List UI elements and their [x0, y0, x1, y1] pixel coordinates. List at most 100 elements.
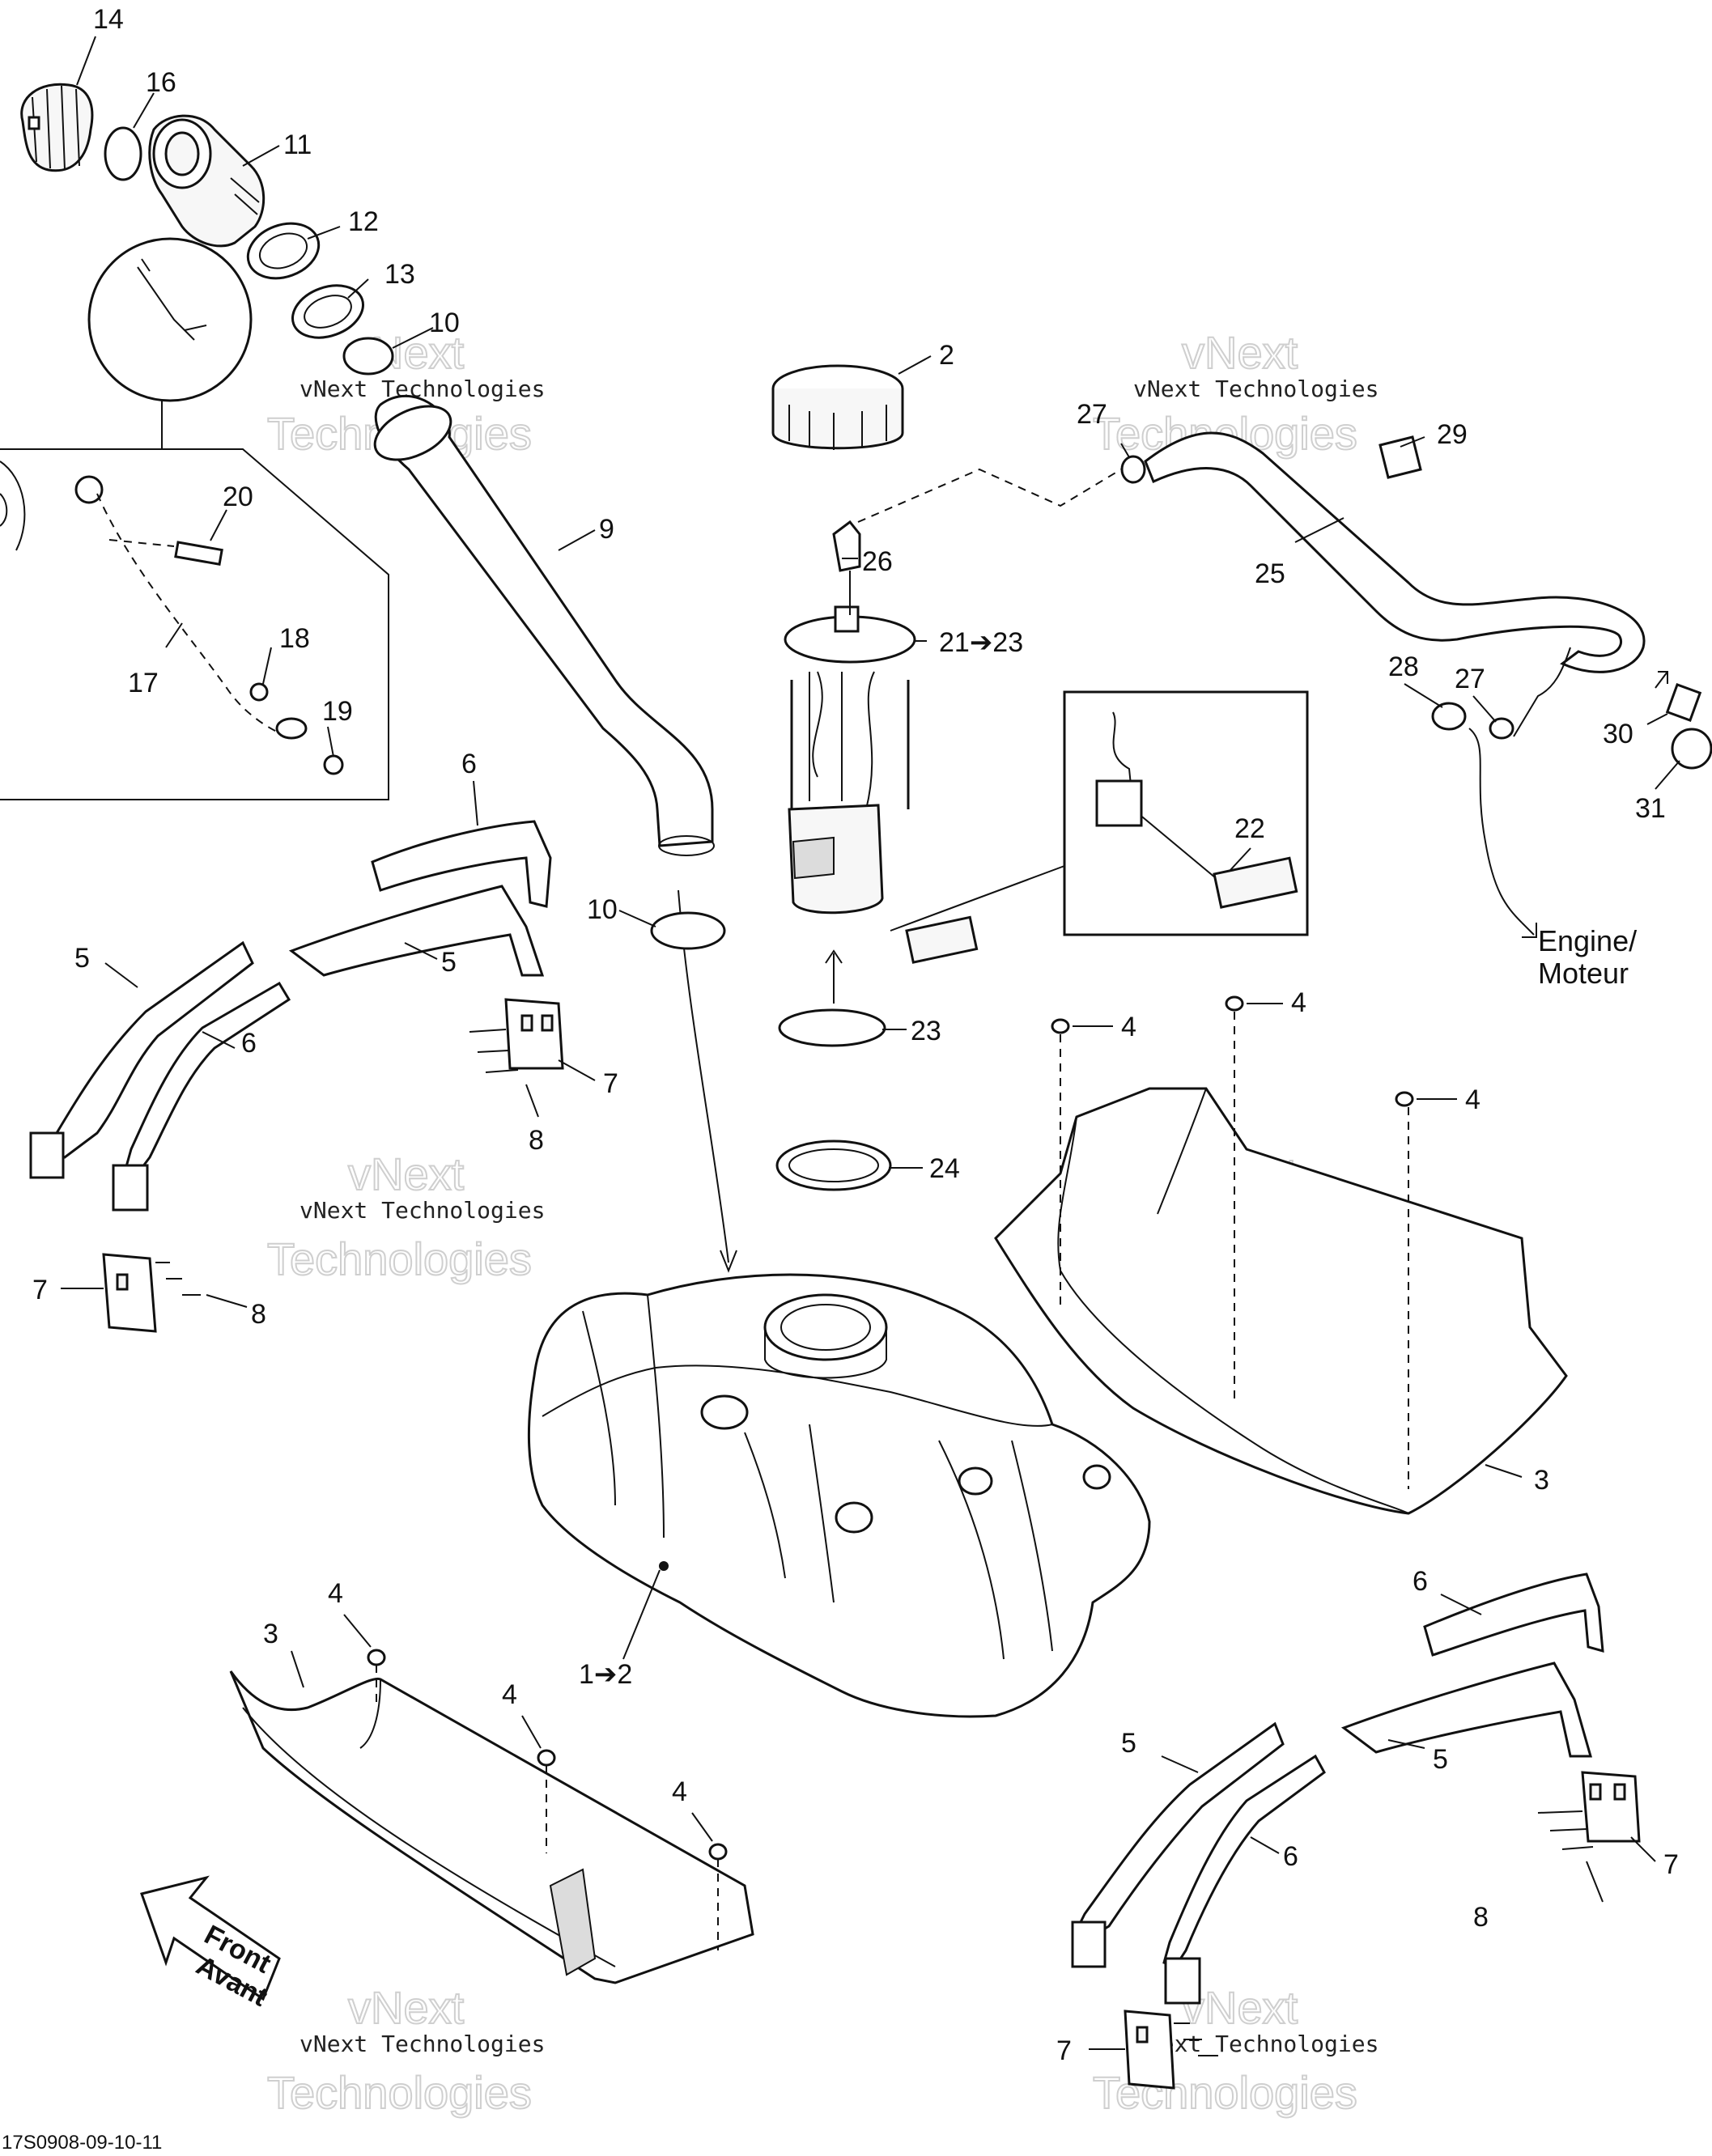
- watermark-text: vNext Technologies: [299, 1197, 545, 1224]
- push-pin-4: [367, 1649, 386, 1666]
- callout-1-2: 1➔2: [579, 1659, 632, 1690]
- callout-24: 24: [929, 1153, 960, 1184]
- hose-clamp-top: [342, 337, 394, 376]
- callout-6-top: 6: [461, 749, 477, 779]
- push-pin-4: [1225, 995, 1244, 1012]
- callout-8-lower: 8: [1473, 1902, 1489, 1933]
- grommet-31: [1671, 728, 1712, 770]
- callout-27-top: 27: [1077, 399, 1107, 430]
- lock-ring: [291, 284, 365, 339]
- front-direction-arrow: Front Avant: [140, 1875, 281, 2013]
- callout-18: 18: [279, 623, 310, 654]
- watermark-vnext: vNext: [348, 1148, 465, 1199]
- callout-6-left: 6: [241, 1028, 257, 1059]
- callout-17: 17: [128, 668, 159, 698]
- push-pin-4: [708, 1843, 728, 1861]
- callout-19: 19: [322, 696, 353, 727]
- strap-6-lower: [1423, 1572, 1604, 1657]
- strap-5-upper: [288, 885, 545, 977]
- callout-27-lower: 27: [1455, 664, 1485, 694]
- callout-13: 13: [384, 259, 415, 290]
- cap-gasket: [104, 126, 142, 181]
- tether-loop: [74, 475, 104, 504]
- callout-4-c: 4: [1465, 1084, 1480, 1115]
- callout-3-right: 3: [1534, 1465, 1549, 1496]
- callout-7-upper: 7: [603, 1068, 618, 1099]
- callout-9: 9: [599, 514, 614, 545]
- callout-23: 23: [911, 1016, 941, 1046]
- bracket-7-bottom: [1124, 2010, 1175, 2090]
- callout-25: 25: [1255, 558, 1285, 589]
- callout-29: 29: [1437, 419, 1468, 450]
- watermark-technologies: Technologies: [267, 2067, 532, 2118]
- callout-28: 28: [1388, 651, 1419, 682]
- fitting-27-lower: [1489, 717, 1514, 740]
- nut-19: [323, 754, 344, 775]
- callout-14: 14: [93, 4, 124, 35]
- fuel-line-dashed: [857, 468, 1122, 523]
- strap-5-lower-left: [1075, 1721, 1285, 1940]
- push-pin-4: [1395, 1091, 1414, 1107]
- strap-6-upper: [371, 820, 552, 908]
- callout-5-lower: 5: [1433, 1744, 1448, 1775]
- watermark-text: vNext Technologies: [1133, 2031, 1379, 2057]
- engine-label-fr: Moteur: [1538, 957, 1629, 990]
- sender-float: [905, 915, 979, 964]
- callout-31: 31: [1635, 793, 1666, 824]
- watermark-vnext: vNext: [1182, 327, 1298, 378]
- push-pin-4: [1051, 1018, 1070, 1034]
- callout-11: 11: [283, 129, 312, 160]
- callout-2: 2: [939, 340, 954, 371]
- callout-3-left: 3: [263, 1619, 278, 1649]
- callout-7-left: 7: [32, 1275, 48, 1305]
- detail-circle: [87, 237, 253, 402]
- detail-inset-box: [0, 448, 389, 800]
- callout-8-left: 8: [251, 1299, 266, 1330]
- fuel-level-sender: [1213, 856, 1298, 909]
- callout-5-upper: 5: [441, 947, 457, 978]
- callout-7-right: 7: [1663, 1849, 1679, 1880]
- callout-26: 26: [862, 546, 893, 577]
- bracket-7-left: [102, 1253, 157, 1333]
- bracket-7-right: [1581, 1771, 1641, 1843]
- callout-16: 16: [146, 67, 176, 98]
- nut-fastener: [275, 717, 308, 740]
- callout-22: 22: [1234, 813, 1265, 844]
- fitting-27: [1120, 455, 1146, 484]
- clip-29: [1379, 435, 1422, 479]
- filler-hose: [374, 394, 714, 847]
- callout-21-23: 21➔23: [939, 627, 1023, 658]
- hose-clamp-10: [650, 911, 726, 950]
- callout-12: 12: [348, 206, 379, 237]
- callout-4-d: 4: [328, 1578, 343, 1609]
- fuel-pump-lock-ring: [771, 364, 904, 450]
- push-pin-4: [537, 1749, 556, 1767]
- fitting-28: [1431, 702, 1467, 731]
- callout-7-bottom: 7: [1056, 2035, 1072, 2066]
- callout-30: 30: [1603, 719, 1633, 749]
- fuel-cap: [20, 83, 94, 172]
- pump-bracket-23: [778, 1008, 886, 1047]
- fuel-line-25: [1144, 431, 1646, 673]
- callout-4-f: 4: [672, 1776, 687, 1807]
- fuel-pump-module: [784, 520, 916, 915]
- callout-4-a: 4: [1121, 1012, 1136, 1042]
- callout-10-top: 10: [429, 308, 460, 338]
- strap-5-lower: [1340, 1662, 1592, 1758]
- washer-18: [249, 682, 269, 702]
- callout-8-upper: 8: [529, 1125, 544, 1156]
- callout-4-b: 4: [1291, 987, 1306, 1018]
- tether-chain: [96, 493, 288, 737]
- callout-5-left: 5: [74, 943, 90, 974]
- heat-shield-left: [229, 1670, 754, 1984]
- bracket-7-upper: [504, 998, 564, 1070]
- heat-shield-right: [994, 1087, 1568, 1515]
- watermark-text: vNext Technologies: [1133, 376, 1379, 402]
- callout-10-lower: 10: [587, 894, 618, 925]
- callout-6-lower-left: 6: [1283, 1841, 1298, 1872]
- engine-label-en: Engine/: [1538, 924, 1637, 957]
- callout-20: 20: [223, 482, 253, 512]
- callout-labels: 14 16 11 12 13 10 9 20 17 18 19 2 27 29 …: [32, 4, 1679, 2066]
- watermark-technologies: Technologies: [267, 1233, 532, 1284]
